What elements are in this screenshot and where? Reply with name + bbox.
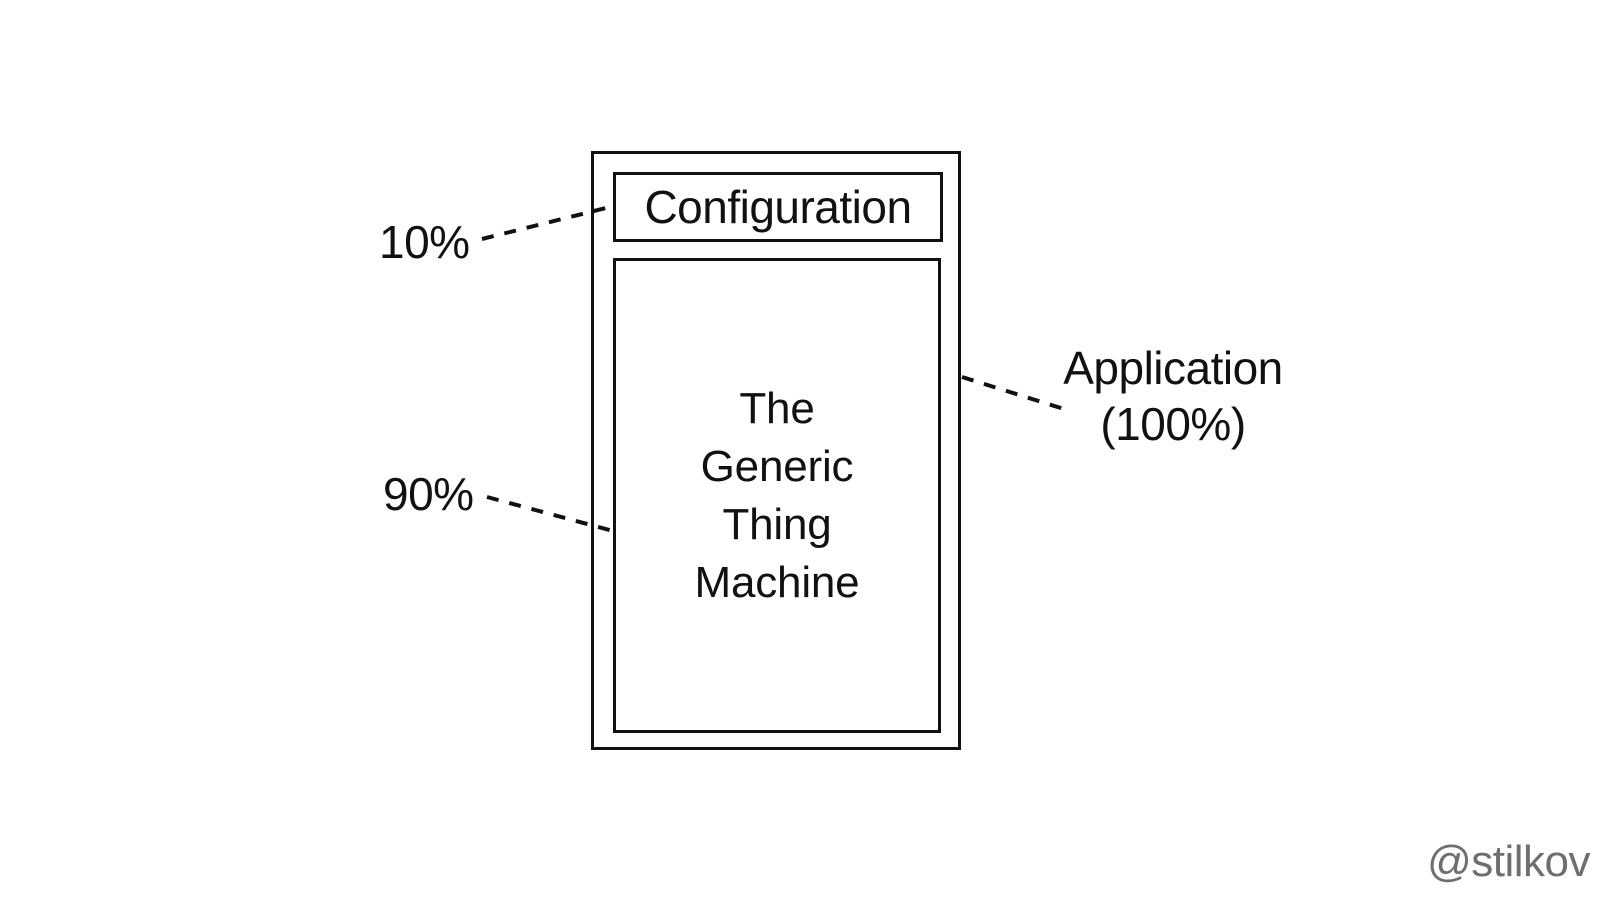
callout-application: Application (100%)	[1044, 340, 1302, 452]
configuration-box: Configuration	[613, 172, 943, 242]
machine-label-line-1: The	[739, 383, 815, 433]
callout-machine-share: 90%	[383, 468, 474, 520]
generic-thing-machine-label: The Generic Thing Machine	[695, 380, 860, 612]
machine-label-line-3: Thing	[722, 499, 832, 549]
callout-application-line-1: Application	[1063, 342, 1283, 394]
machine-label-line-4: Machine	[694, 557, 860, 607]
configuration-box-label: Configuration	[644, 181, 912, 233]
callout-configuration-share: 10%	[379, 216, 470, 268]
callout-application-line-2: (100%)	[1100, 398, 1246, 451]
application-box	[591, 151, 961, 750]
generic-thing-machine-box: The Generic Thing Machine	[613, 258, 941, 733]
watermark-handle: @stilkov	[1427, 837, 1590, 886]
leader-line-application	[961, 375, 1065, 411]
machine-label-line-2: Generic	[700, 441, 854, 491]
